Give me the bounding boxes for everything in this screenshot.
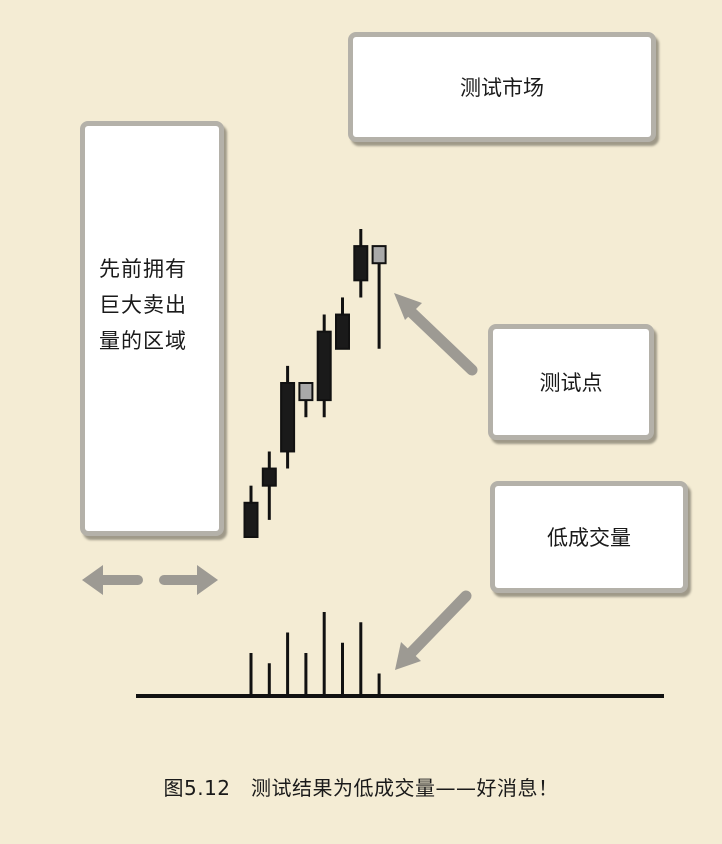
- candle: [353, 229, 369, 298]
- volume-bars: [249, 612, 381, 694]
- candle-body: [243, 501, 259, 538]
- right-arrow-icon: [159, 565, 218, 595]
- candle: [261, 451, 277, 520]
- test-point-box: 测试点: [488, 324, 654, 440]
- prior-heavy-selling-area-box: 先前拥有巨大卖出量的区域: [80, 121, 224, 536]
- low-volume-label: 低成交量: [547, 526, 631, 550]
- candle-body: [371, 245, 387, 265]
- test-market-label: 测试市场: [460, 76, 544, 100]
- candle-body: [353, 245, 369, 282]
- candle-body: [261, 467, 277, 487]
- candle: [316, 314, 332, 418]
- test-candle: [298, 382, 314, 418]
- candle: [335, 297, 350, 350]
- low-volume-arrow-icon: [395, 590, 472, 670]
- test-candle: [371, 245, 387, 349]
- test-point-arrow-icon: [394, 293, 478, 376]
- left-arrow-icon: [82, 565, 143, 595]
- candle-body: [280, 382, 296, 453]
- prior-heavy-selling-area-label: 先前拥有巨大卖出量的区域: [99, 257, 187, 353]
- test-market-box: 测试市场: [348, 32, 656, 142]
- low-volume-box: 低成交量: [490, 481, 688, 593]
- candle: [280, 365, 296, 469]
- candle-body: [335, 313, 350, 350]
- candle-body: [316, 330, 332, 402]
- candles: [243, 229, 387, 538]
- test-point-label: 测试点: [539, 371, 603, 395]
- candle: [243, 485, 259, 538]
- arrows: [82, 293, 478, 670]
- figure-caption: 图5.12 测试结果为低成交量——好消息！: [163, 776, 559, 800]
- candle-body: [298, 382, 314, 402]
